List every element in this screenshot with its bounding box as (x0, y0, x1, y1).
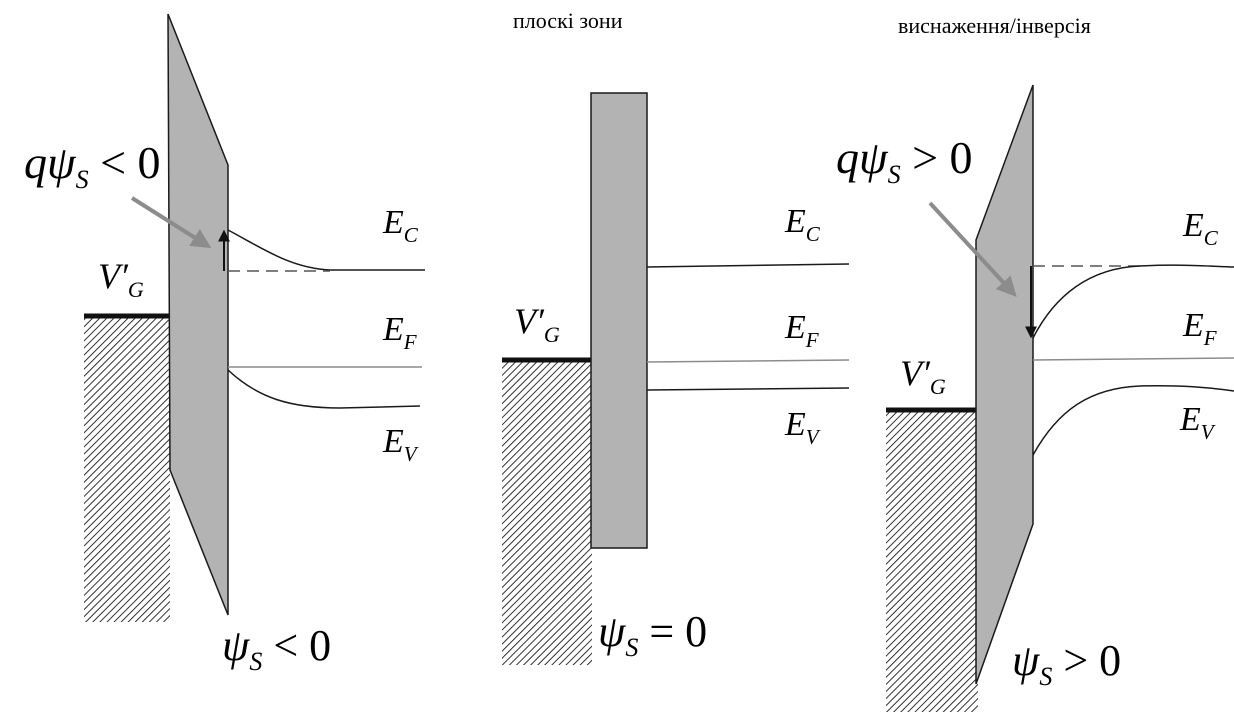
label-ev: EV (1179, 401, 1216, 444)
metal-gate (84, 316, 170, 622)
label-ef: EF (382, 311, 417, 354)
fermi-level-line (646, 359, 850, 363)
bottom-psi-label: ψS = 0 (598, 607, 707, 662)
panel-depletion-inversion: виснаження/інверсія qψS > 0 V′G EC EF EV… (836, 13, 1234, 712)
panel-accumulation: qψS < 0 V′G EC EF EV ψS < 0 (24, 13, 425, 676)
oxide-layer (590, 92, 648, 549)
valence-band-edge (646, 387, 850, 391)
label-ev: EV (784, 406, 821, 449)
bottom-psi-label: ψS > 0 (1012, 636, 1121, 691)
label-ec: EC (382, 204, 419, 247)
label-ec: EC (1182, 207, 1219, 250)
gate-voltage-label: V′G (98, 256, 144, 302)
bottom-psi-label: ψS < 0 (222, 621, 331, 676)
callout-q-psi-s: qψS < 0 (24, 137, 161, 194)
panel-flat-band: плоскі зони V′G EC EF EV ψS = 0 (502, 8, 850, 665)
label-ev: EV (382, 423, 419, 466)
callout-q-psi-s: qψS > 0 (836, 132, 973, 189)
panel-title-flat-band: плоскі зони (513, 8, 623, 33)
oxide-layer (975, 84, 1034, 685)
label-ef: EF (784, 309, 819, 352)
metal-gate (886, 410, 978, 712)
fermi-level-line (1032, 357, 1234, 361)
valence-band-edge (1032, 385, 1234, 456)
gate-voltage-label: V′G (514, 301, 560, 347)
conduction-band-edge (646, 263, 850, 268)
label-ec: EC (784, 203, 821, 246)
valence-band-edge (227, 369, 421, 409)
label-ef: EF (1182, 307, 1217, 350)
oxide-layer (167, 13, 229, 616)
conduction-band-edge (227, 229, 425, 271)
callout-arrow (928, 201, 1017, 297)
conduction-band-edge (1032, 264, 1234, 339)
callout-arrow (130, 196, 212, 249)
gate-voltage-label: V′G (900, 353, 946, 399)
panel-title-depletion-inversion: виснаження/інверсія (898, 13, 1091, 38)
metal-gate (502, 360, 592, 665)
